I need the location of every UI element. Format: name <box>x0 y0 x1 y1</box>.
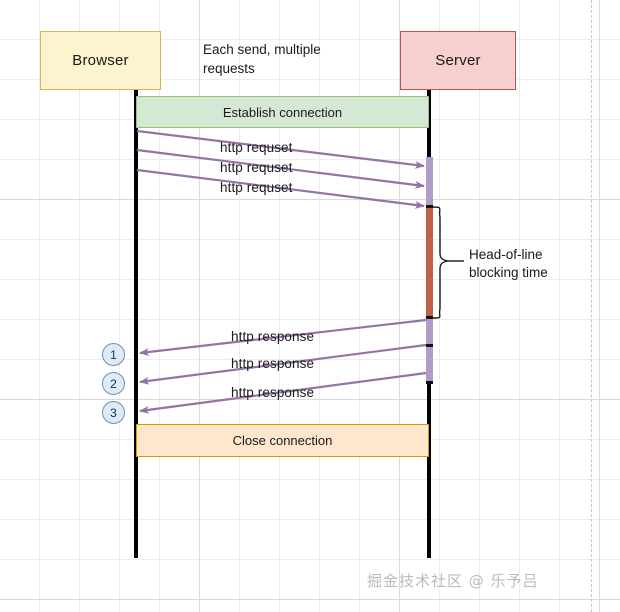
watermark: 掘金技术社区 @ 乐予吕 <box>367 572 539 590</box>
request-label-1: http requset <box>220 140 293 155</box>
response-marker-2-label: 2 <box>110 376 117 391</box>
request-label-2: http requset <box>220 160 293 175</box>
lifeline-browser <box>134 90 138 558</box>
phase-close-label: Close connection <box>232 433 333 448</box>
response-marker-1: 1 <box>102 343 125 366</box>
response-marker-3: 3 <box>102 401 125 424</box>
server-activation-responding <box>426 318 433 383</box>
phase-establish-connection[interactable]: Establish connection <box>136 96 429 128</box>
phase-establish-label: Establish connection <box>222 104 343 120</box>
response-label-2: http response <box>231 356 315 371</box>
response-marker-3-label: 3 <box>110 405 117 420</box>
response-label-1: http response <box>231 329 315 344</box>
note-each-send-multiple-requests: Each send, multiple requests <box>203 42 321 76</box>
note-head-of-line-blocking-time: Head-of-line blocking time <box>469 247 548 280</box>
response-label-3: http response <box>231 385 315 400</box>
response-marker-2: 2 <box>102 372 125 395</box>
participant-browser[interactable]: Browser <box>40 31 161 90</box>
response-marker-1-label: 1 <box>110 347 117 362</box>
activation-tick-bottom <box>426 381 433 384</box>
participant-server-label: Server <box>435 52 481 69</box>
participant-browser-label: Browser <box>72 52 129 69</box>
activation-tick-top <box>426 205 433 208</box>
phase-close-connection[interactable]: Close connection <box>136 424 429 457</box>
activation-tick-mid <box>426 316 433 319</box>
activation-tick-lower <box>426 344 433 347</box>
server-activation-blocking <box>426 207 433 318</box>
page-boundary-guide <box>591 0 592 612</box>
request-label-3: http requset <box>220 180 293 195</box>
server-activation-receiving <box>426 157 433 207</box>
participant-server[interactable]: Server <box>400 31 516 90</box>
